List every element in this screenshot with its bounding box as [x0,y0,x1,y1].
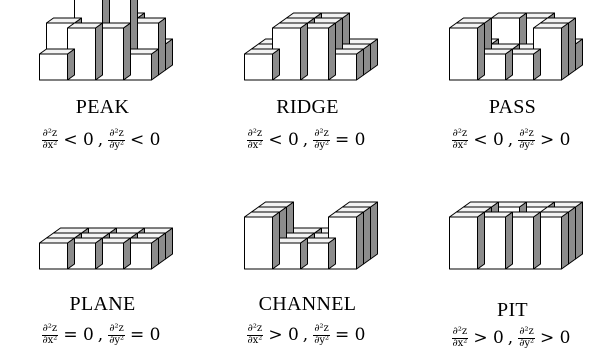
relation-y: < 0 [130,129,161,150]
panel-channel: CHANNEL ∂²z∂x²> 0,∂²z∂y²= 0 [205,181,410,362]
panel-title: PIT [497,299,528,321]
cube-side-face [477,211,485,270]
second-derivative-y: ∂²z∂y² [108,128,125,151]
second-derivative-x: ∂²z∂x² [246,323,264,346]
cube-side-face [561,211,569,270]
cube-top-face [244,48,280,55]
cube-top-face [286,12,322,19]
second-derivative-x: ∂²z∂x² [246,128,264,151]
cube-top-face [335,206,371,213]
cube-top-face [533,22,569,29]
cube-side-face [123,22,131,81]
cube-side-face [477,22,485,81]
cube-side-face [505,211,513,270]
pit-block-diagram [449,201,583,270]
cube-top-face [39,48,75,55]
cube-side-face [95,22,103,81]
relation-x: < 0 [63,129,94,150]
cube-side-face [370,201,378,260]
cube-side-face [300,22,308,81]
condition-formula: ∂²z∂x²> 0,∂²z∂y²= 0 [246,323,366,346]
second-derivative-y: ∂²z∂y² [313,128,330,151]
condition-formula: ∂²z∂x²< 0,∂²z∂y²> 0 [451,128,571,151]
second-derivative-x: ∂²z∂x² [41,323,59,346]
condition-formula: ∂²z∂x²= 0,∂²z∂y²= 0 [41,323,161,346]
cube-front-face [39,242,68,270]
panel-title: CHANNEL [258,293,357,315]
cube-top-face [456,206,492,213]
cube-top-face [279,17,315,24]
cube-front-face [244,53,273,81]
cube-top-face [46,17,82,24]
cube-side-face [575,201,583,260]
cube-front-face [449,216,478,270]
pass-block-diagram [449,12,583,81]
panel-plane: PLANE ∂²z∂x²= 0,∂²z∂y²= 0 [0,181,205,362]
cube-top-face [258,201,294,208]
cube-top-face [53,227,89,234]
second-derivative-y: ∂²z∂y² [518,326,535,349]
cube-side-face [568,206,576,265]
relation-y: = 0 [130,324,161,345]
panel-title: PLANE [69,293,136,315]
channel-block-diagram [244,201,378,270]
condition-formula: ∂²z∂x²> 0,∂²z∂y²> 0 [451,326,571,349]
cube-top-face [328,211,364,218]
cube-top-face [342,201,378,208]
cube-top-face [39,237,75,244]
second-derivative-y: ∂²z∂y² [313,323,330,346]
second-derivative-x: ∂²z∂x² [41,128,59,151]
cube-top-face [272,22,308,29]
panel-peak: PEAK ∂²z∂x²< 0,∂²z∂y²< 0 [0,0,205,181]
cube-top-face [251,206,287,213]
ridge-block-diagram [244,12,378,81]
panel-title: PASS [488,96,537,118]
cube-side-face [328,22,336,81]
cube-front-face [39,53,68,81]
panel-title: RIDGE [276,96,339,118]
panel-title: PEAK [75,96,130,118]
condition-formula: ∂²z∂x²< 0,∂²z∂y²< 0 [41,128,161,151]
relation-x: < 0 [268,129,299,150]
relation-y: = 0 [335,129,366,150]
second-derivative-y: ∂²z∂y² [108,323,125,346]
panel-ridge: RIDGE ∂²z∂x²< 0,∂²z∂y²= 0 [205,0,410,181]
cube-top-face [46,232,82,239]
cube-side-face [272,211,280,270]
cube-side-face [533,211,541,270]
cube-side-face [363,206,371,265]
second-derivative-x: ∂²z∂x² [451,326,469,349]
cube-top-face [540,206,576,213]
relation-y: > 0 [540,327,571,348]
cube-top-face [456,17,492,24]
cube-top-face [449,211,485,218]
cube-top-face [540,17,576,24]
condition-formula: ∂²z∂x²< 0,∂²z∂y²= 0 [246,128,366,151]
cube-top-face [449,22,485,29]
relation-x: < 0 [473,129,504,150]
panel-pit: PIT ∂²z∂x²> 0,∂²z∂y²> 0 [410,181,615,362]
cube-side-face [158,17,166,76]
second-derivative-x: ∂²z∂x² [451,128,469,151]
relation-y: = 0 [335,324,366,345]
relation-x: = 0 [63,324,94,345]
cube-top-face [491,12,527,19]
cube-side-face [356,211,364,270]
second-derivative-y: ∂²z∂y² [518,128,535,151]
cube-top-face [463,201,499,208]
cube-top-face [67,22,103,29]
cube-front-face [244,216,273,270]
cube-side-face [561,22,569,81]
relation-x: > 0 [268,324,299,345]
relation-y: > 0 [540,129,571,150]
relation-x: > 0 [473,327,504,348]
peak-block-diagram [39,0,173,81]
plane-block-diagram [39,227,173,270]
cube-top-face [244,211,280,218]
cube-front-face [449,27,478,81]
cube-side-face [568,17,576,76]
panel-pass: PASS ∂²z∂x²< 0,∂²z∂y²> 0 [410,0,615,181]
